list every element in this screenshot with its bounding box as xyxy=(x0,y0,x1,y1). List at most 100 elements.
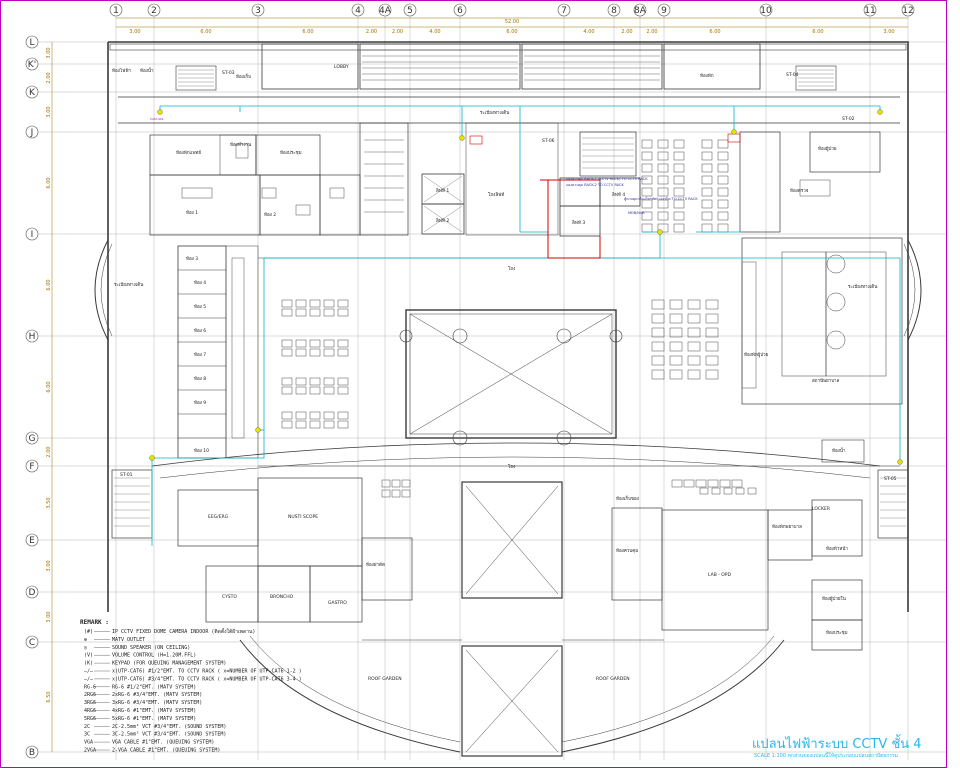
grid-bubble-col xyxy=(403,3,417,17)
seat xyxy=(323,420,335,429)
room-label: CYSTO xyxy=(222,594,237,600)
seat xyxy=(717,187,729,197)
seat xyxy=(323,348,335,357)
seat xyxy=(735,487,745,495)
legend-symbol: ⊕ xyxy=(84,637,87,643)
grid-col-label: 8A xyxy=(634,6,647,16)
seat xyxy=(641,223,653,233)
seat xyxy=(701,139,713,149)
camera-symbol-8[interactable] xyxy=(657,229,663,235)
room-label: ST-05 xyxy=(884,476,897,482)
legend-item-text: VOLUME CONTROL (H=1.20M.FFL) xyxy=(112,653,196,659)
title-block: แปลนไฟฟ้าระบบ CCTV ชั้น 4 SCALE 1:100 ทุ… xyxy=(752,734,922,759)
legend-items: (#)IP CCTV FIXED DOME CAMERA INDOOR (ติด… xyxy=(84,626,302,754)
col-dim-label: 6.00 xyxy=(812,29,823,35)
camera-symbol-3[interactable] xyxy=(459,135,465,141)
room-label: ลิฟท์ 3 xyxy=(572,219,586,226)
room-label: ST-02 xyxy=(842,116,855,122)
camera-symbol-6[interactable] xyxy=(149,455,155,461)
room-label: ห้องพักพยาบาล xyxy=(772,524,802,530)
room-label: โถงลิฟท์ xyxy=(488,191,504,198)
seat xyxy=(657,187,669,197)
seat xyxy=(295,411,307,420)
room-label: ห้องทำงาน xyxy=(230,141,251,148)
camera-symbol-5[interactable] xyxy=(255,427,261,433)
grid-row-label: C xyxy=(29,638,35,648)
legend-item-text: SOUND SPEAKER (ON CEILING) xyxy=(112,645,190,651)
seat xyxy=(717,163,729,173)
seat xyxy=(705,313,719,324)
seat xyxy=(281,299,293,308)
grid-col-label: 2 xyxy=(151,6,157,16)
room-label: ST-01 xyxy=(120,472,133,478)
seat xyxy=(401,479,411,488)
room-labels: ห้องไฟฟ้า ห้องนํ้า ST-03 ST-04 ห้องเก็บ … xyxy=(112,64,897,682)
room-label: LOBBY xyxy=(334,64,349,70)
legend: REMARK : (#)IP CCTV FIXED DOME CAMERA IN… xyxy=(80,619,302,754)
col-dim-label: 2.00 xyxy=(392,29,403,35)
legend-item-text: 3xRG-6 #3/4"EMT. (MATV SYSTEM) xyxy=(112,700,202,706)
seat xyxy=(323,299,335,308)
seat xyxy=(657,139,669,149)
grid-bubble-row xyxy=(25,35,39,49)
grid-col-label: 3 xyxy=(255,6,261,16)
row-dim-label: 6.00 xyxy=(46,279,52,290)
legend-symbol: VGA xyxy=(84,740,93,746)
camera-symbol-7[interactable] xyxy=(897,459,903,465)
seat xyxy=(711,487,721,495)
seat xyxy=(673,175,685,185)
legend-item-text: 5xRG-6 #1"EMT. (MATV SYSTEM) xyxy=(112,716,196,722)
seat xyxy=(747,487,757,495)
legend-item-text: 2-VGA CABLE #1"EMT. (QUEUING SYSTEM) xyxy=(112,748,220,754)
seat xyxy=(673,199,685,209)
room-label: โถง xyxy=(508,265,515,272)
seat xyxy=(337,308,349,317)
grid-col-label: 4A xyxy=(379,6,392,16)
seat xyxy=(687,341,701,352)
row-dim-label: 3.50 xyxy=(46,497,52,508)
room-label: ห้องผู้ป่วยใน xyxy=(822,596,846,602)
seat xyxy=(673,187,685,197)
legend-item-text: 3C-2.5mm² VCT #3/4"EMT. (SOUND SYSTEM) xyxy=(112,732,226,738)
grid-col-label: 7 xyxy=(561,6,567,16)
seat xyxy=(281,377,293,386)
room-label: ห้องประชุม xyxy=(280,150,302,156)
seat xyxy=(705,355,719,366)
legend-symbol: RG-6 xyxy=(84,684,96,690)
room-label: ห้องเก็บของ xyxy=(616,494,639,502)
seat xyxy=(669,313,683,324)
grid-bubble-col xyxy=(351,3,365,17)
grid-col-label: 6 xyxy=(457,6,463,16)
seat xyxy=(687,327,701,338)
rack-note-3: ตู้ควบคุมกล้องโทรทัศน์วงจรปิด TO CCTV RA… xyxy=(624,196,698,202)
room-label: ห้องผ่าตัด xyxy=(366,562,385,568)
seat xyxy=(669,341,683,352)
row-dim-label: 3.00 xyxy=(46,47,52,58)
col-dim-label: 2.00 xyxy=(646,29,657,35)
col-dim-label: 6.00 xyxy=(302,29,313,35)
room-label: ST-06 xyxy=(542,138,555,144)
legend-item-text: VGA CABLE #1"EMT. (QUEUING SYSTEM) xyxy=(112,740,214,746)
camera-symbol-1[interactable] xyxy=(157,109,163,115)
col-dim-label: 6.00 xyxy=(709,29,720,35)
grid-bubble-col xyxy=(378,3,392,17)
seat xyxy=(309,420,321,429)
seat xyxy=(309,299,321,308)
seat xyxy=(705,369,719,380)
grid-bubble-row xyxy=(25,533,39,547)
camera-symbol-4[interactable] xyxy=(731,129,737,135)
room-label: ห้อง 9 xyxy=(194,400,206,406)
room-label: LOCKER xyxy=(812,506,830,512)
cctv-cable-routes xyxy=(151,105,901,546)
desk xyxy=(181,187,213,199)
seat xyxy=(651,369,665,380)
room-label: ROOF GARDEN xyxy=(368,676,402,682)
grid-row-label: K xyxy=(29,88,36,98)
grid-row-label: G xyxy=(29,434,36,444)
camera-symbol-2[interactable] xyxy=(877,109,883,115)
seat xyxy=(717,175,729,185)
seat xyxy=(641,199,653,209)
room-label: ลิฟท์ 4 xyxy=(612,191,626,198)
desk xyxy=(261,187,277,199)
room-label: ROOF GARDEN xyxy=(596,676,630,682)
